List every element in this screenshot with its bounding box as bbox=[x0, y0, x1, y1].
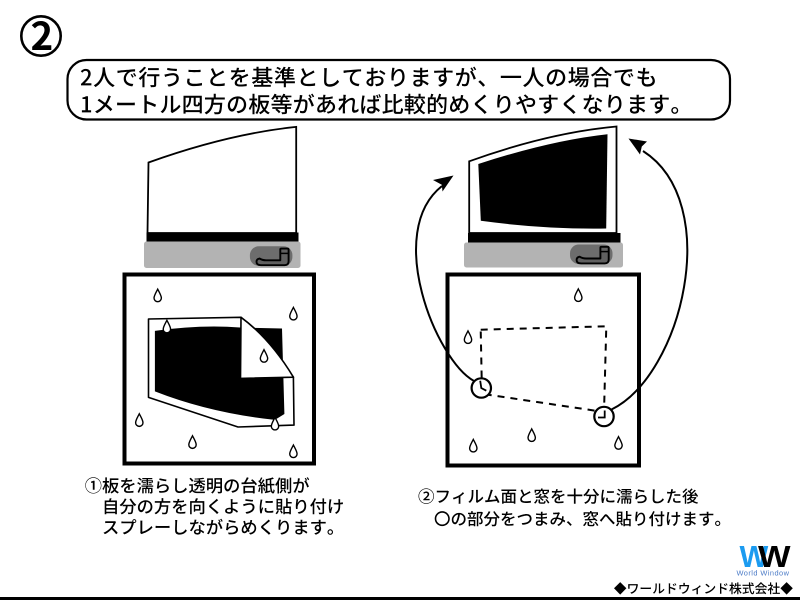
svg-text:W: W bbox=[758, 540, 791, 574]
svg-text:World Window: World Window bbox=[737, 568, 790, 577]
svg-text:W: W bbox=[740, 540, 769, 574]
